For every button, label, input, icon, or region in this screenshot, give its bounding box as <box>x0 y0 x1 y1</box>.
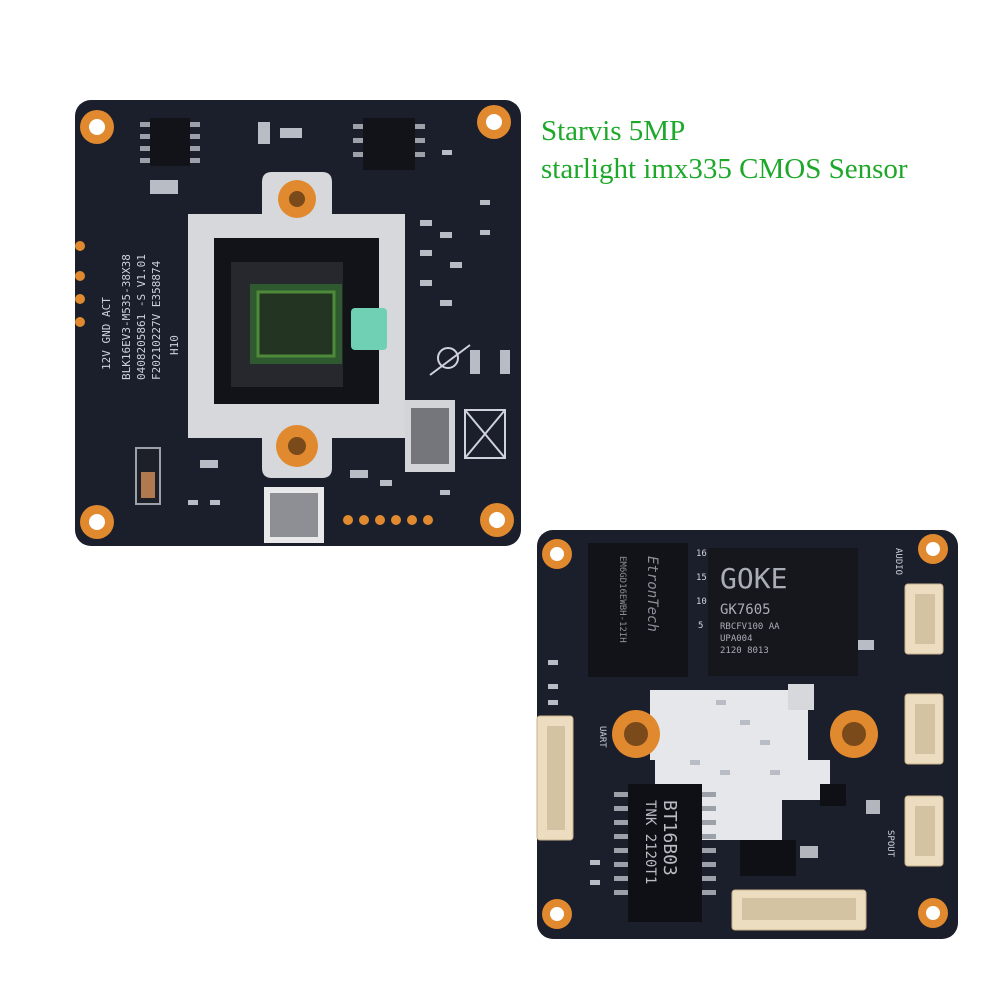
soc-line-3: UPA004 <box>720 634 753 644</box>
soc-brand: GOKE <box>720 562 787 595</box>
ic-chip-top-left <box>140 118 200 166</box>
front-silkscreen: 12V GND ACT BLK16EV3-M535-38X38 04082058… <box>100 254 181 380</box>
qr-label <box>405 400 455 472</box>
header-pads <box>343 515 433 525</box>
goke-soc: GOKE GK7605 RBCFV100 AA UPA004 2120 8013 <box>708 548 858 676</box>
caption-line-1: Starvis 5MP <box>541 115 686 147</box>
pin-label-5: 5 <box>698 621 703 631</box>
ram-chip: EtronTech EM6GD16EWBH-12IH <box>588 543 688 677</box>
audio-label: AUDIO <box>893 548 903 575</box>
main-mount-hole-bottom-right <box>918 898 948 928</box>
data-matrix-sticker <box>264 487 324 543</box>
pin-label-15: 15 <box>696 573 707 583</box>
mount-hole-bottom-right <box>480 503 514 537</box>
cmos-sensor <box>231 262 387 387</box>
main-board: EtronTech EM6GD16EWBH-12IH GOKE GK7605 R… <box>536 530 958 939</box>
magnetics-brand: TNK 2120T1 <box>642 800 658 884</box>
silk-line-2: 0408205861 -S V1.01 <box>135 254 148 380</box>
ethernet-magnetics: TNK 2120T1 BT16B03 <box>614 784 716 922</box>
silk-line-3: F20210227V E358874 <box>150 260 163 380</box>
ram-code: EM6GD16EWBH-12IH <box>617 556 627 643</box>
mount-hole-top-right <box>477 105 511 139</box>
spout-connector <box>904 795 944 867</box>
mount-hole-top-left <box>80 110 114 144</box>
power-pads <box>75 241 85 327</box>
product-caption: Starvis 5MP starlight imx335 CMOS Sensor <box>541 112 908 188</box>
uart-connector <box>536 715 574 841</box>
audio-connector <box>904 583 944 655</box>
mid-connector <box>904 693 944 765</box>
mount-hole-bottom-left <box>80 505 114 539</box>
silk-connector-label: 12V GND ACT <box>100 297 113 370</box>
main-passives <box>548 640 880 885</box>
esd-symbol <box>429 344 471 376</box>
silk-line-1: BLK16EV3-M535-38X38 <box>120 254 133 380</box>
soc-line-4: 2120 8013 <box>720 646 769 656</box>
silk-line-4: H10 <box>168 335 181 355</box>
ram-brand: EtronTech <box>644 556 660 632</box>
main-mount-hole-mid-right <box>830 710 878 758</box>
sensor-board: 12V GND ACT BLK16EV3-M535-38X38 04082058… <box>75 100 521 546</box>
main-mount-hole-top-right <box>918 534 948 564</box>
weee-bin-symbol <box>464 409 506 459</box>
copper-free-area <box>650 690 830 840</box>
pin-label-10: 10 <box>696 597 707 607</box>
capacitor <box>135 447 161 505</box>
ic-chip-top-right <box>353 118 425 170</box>
caption-line-2: starlight imx335 CMOS Sensor <box>541 153 908 185</box>
pin-labels: 16 15 10 5 <box>696 549 707 631</box>
passive-components <box>150 122 510 505</box>
main-mount-hole-mid-left <box>612 710 660 758</box>
soc-model: GK7605 <box>720 602 771 618</box>
uart-label: UART <box>597 726 607 748</box>
bottom-connector <box>731 889 867 931</box>
magnetics-model: BT16B03 <box>659 800 680 876</box>
pin-label-16: 16 <box>696 549 707 559</box>
main-mount-hole-top-left <box>542 539 572 569</box>
main-mount-hole-bottom-left <box>542 899 572 929</box>
soc-line-2: RBCFV100 AA <box>720 622 780 632</box>
spout-label: SPOUT <box>885 830 895 858</box>
